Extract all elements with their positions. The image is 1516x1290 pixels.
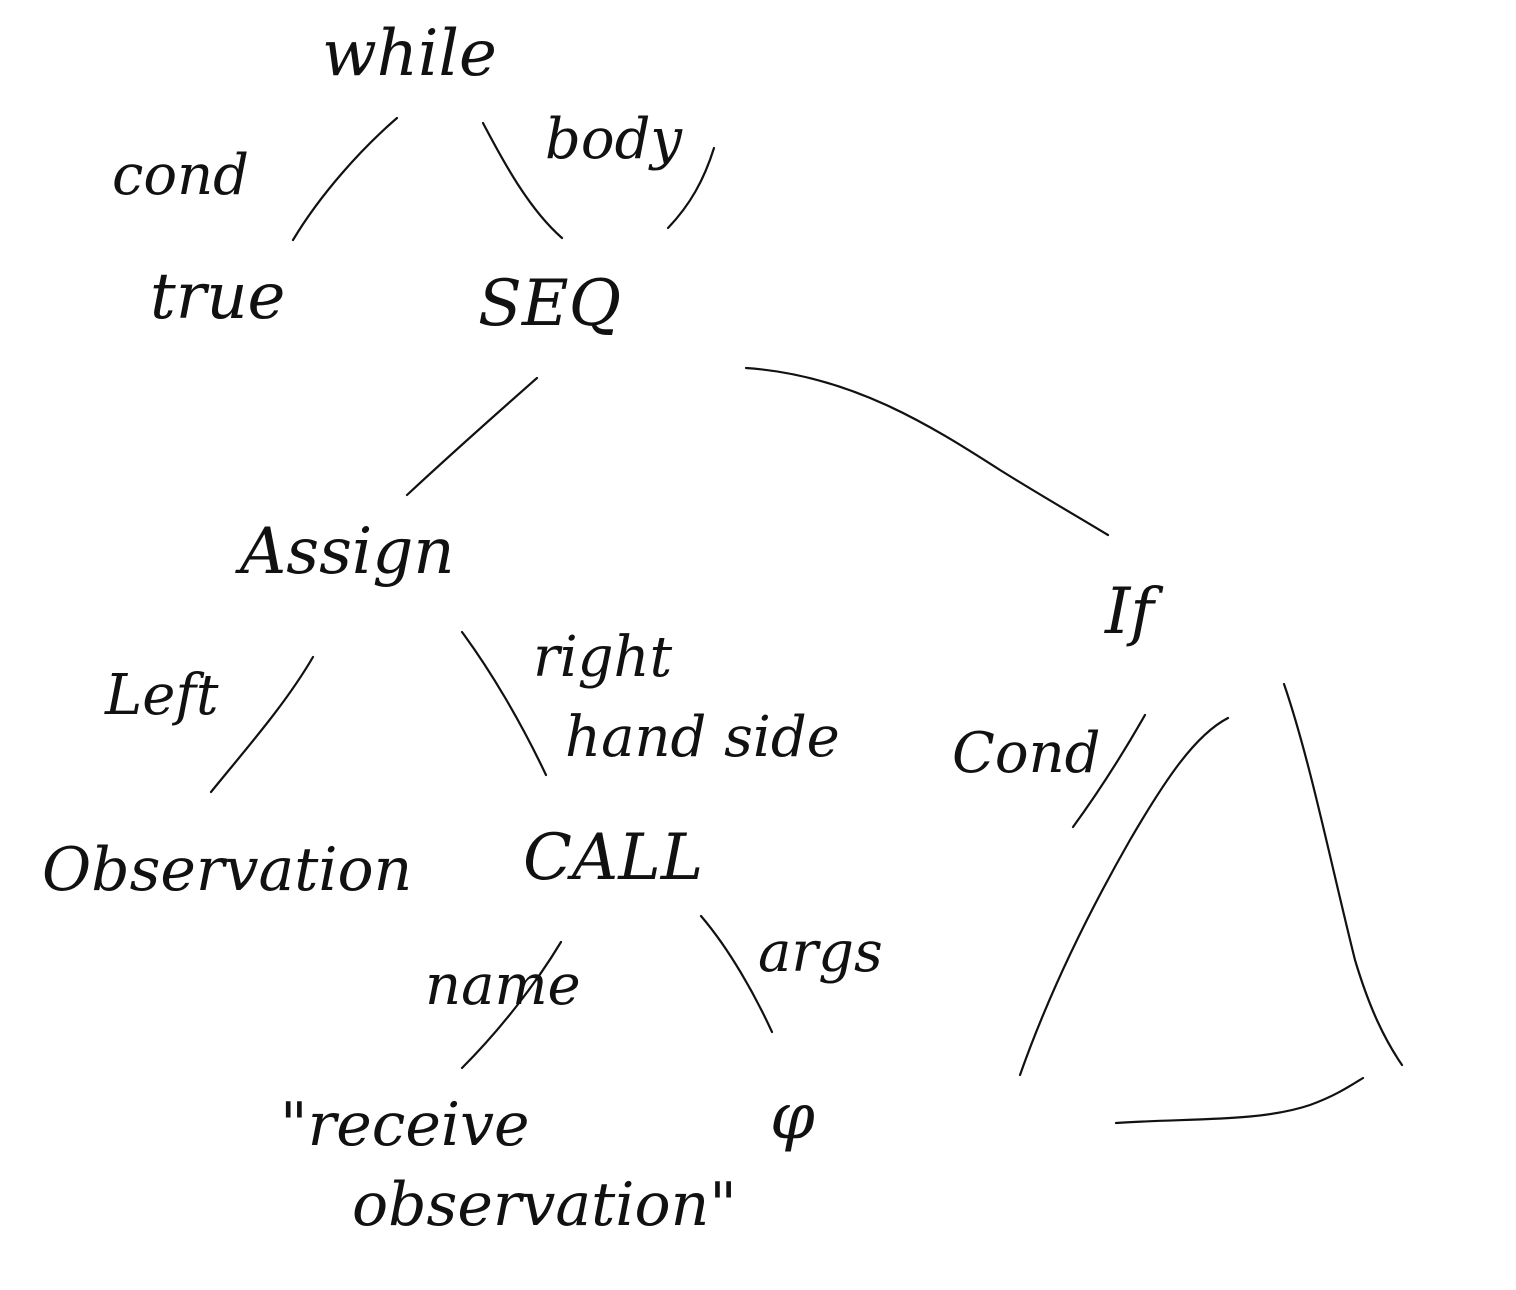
edge-label-if-cond: Cond [952, 721, 1101, 786]
node-seq: SEQ [478, 267, 622, 341]
edge-label-while-body: body [545, 107, 683, 172]
node-call: CALL [523, 821, 704, 895]
node-args-value: φ [770, 1080, 815, 1154]
edge-assign-right-line [460, 630, 548, 777]
node-name-value-line2: observation" [352, 1170, 737, 1240]
if-subtree-left-side [1018, 716, 1230, 1077]
edge-label-while-cond: cond [112, 143, 249, 208]
edge-label-call-name: name [425, 953, 581, 1018]
edge-body-tail-line [666, 146, 716, 230]
edge-label-call-args: args [758, 920, 883, 985]
if-subtree-right-side [1282, 682, 1404, 1067]
node-assign: Assign [240, 515, 455, 589]
edge-label-assign-right-line1: right [533, 625, 673, 690]
edge-seq-assign-line [405, 376, 539, 497]
node-while: while [322, 17, 497, 91]
edge-seq-if-line [744, 366, 1110, 537]
node-true: true [150, 260, 286, 334]
edge-if-cond-line [1071, 713, 1147, 829]
edge-label-assign-left: Left [105, 663, 219, 728]
edge-call-args-line [699, 914, 774, 1034]
edge-while-cond-line [291, 116, 399, 242]
node-observation: Observation [42, 835, 413, 905]
edge-assign-left-line [209, 655, 315, 794]
if-subtree-bottom-side [1114, 1076, 1365, 1125]
node-name-value-line1: "receive [280, 1090, 530, 1160]
edge-while-body-line [481, 121, 564, 240]
edge-call-name-line [460, 940, 563, 1070]
node-if: If [1105, 575, 1154, 649]
edge-label-assign-right-line2: hand side [565, 705, 840, 770]
